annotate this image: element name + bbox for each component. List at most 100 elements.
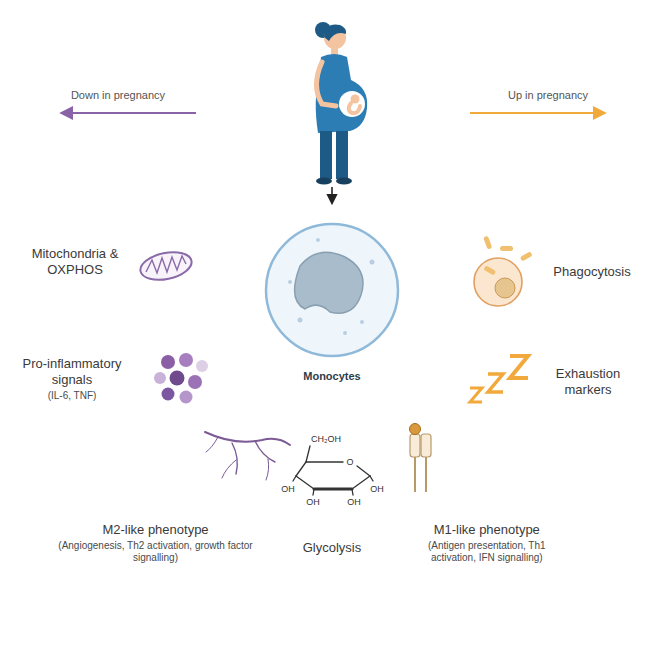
glucose-structure-part xyxy=(314,488,352,491)
down-segment-shape xyxy=(37,326,248,508)
monocyte-cell-part xyxy=(266,224,398,356)
blood-vessels-icon-part xyxy=(222,460,236,478)
blood-vessels-icon-part xyxy=(232,443,237,474)
blood-vessels-icon-part xyxy=(255,441,275,462)
node-heading: Exhaustion markers xyxy=(549,366,627,397)
text-block: Monocytes xyxy=(303,370,360,383)
receptor-icon-part xyxy=(425,456,427,492)
node-outline xyxy=(236,209,428,401)
text-block: Pro-inflammatory signals(IL-6, TNF) xyxy=(16,356,128,401)
text-block: Mitochondria & OXPHOS xyxy=(20,246,130,277)
node-detail: (Angiogenesis, Th2 activation, growth fa… xyxy=(57,540,255,564)
text-block: M2-like phenotype (Angiogenesis, Th2 acti… xyxy=(57,522,255,564)
text-block: Phagocytosis xyxy=(553,264,630,280)
pregnant-woman-part xyxy=(320,131,332,179)
direction-arrows-part xyxy=(470,112,604,114)
monocyte-cell-part xyxy=(316,238,320,242)
glucose-structure-part xyxy=(352,489,353,495)
phagocyte-icon-part xyxy=(474,258,522,306)
chemical-group: CH₂OH xyxy=(311,434,341,445)
chemical-group: OH xyxy=(370,484,384,495)
cytokine-dots-part xyxy=(196,360,208,372)
phagocyte-icon-part xyxy=(483,265,496,275)
cytokine-dots-part xyxy=(161,355,175,369)
glucose-structure-part xyxy=(357,466,370,476)
glucose-structure-part xyxy=(313,489,314,495)
node-heading: Mitochondria & OXPHOS xyxy=(20,246,130,277)
receptor-icon-part xyxy=(410,434,420,457)
cytokine-dots-part xyxy=(179,353,193,367)
monocyte-circle: Monocytes xyxy=(235,208,429,402)
cytokine-dots-part xyxy=(170,371,185,386)
pregnant-woman-part xyxy=(324,25,346,42)
phagocyte-icon-part xyxy=(500,246,513,251)
cytokine-dots-part xyxy=(154,372,166,384)
node-detail: (Antigen presentation, Th1 activation, I… xyxy=(420,540,555,564)
pregnant-woman-part xyxy=(349,103,360,113)
segment-outline xyxy=(419,330,626,505)
receptor-icon-part xyxy=(410,424,421,435)
pregnant-woman-part xyxy=(336,131,348,179)
chemical-group: OH xyxy=(347,497,361,508)
node-heading: M1-like phenotype xyxy=(420,522,555,538)
blood-vessels-icon-part xyxy=(206,437,218,452)
cytokine-dots-part xyxy=(188,375,202,389)
sleep-icon xyxy=(470,356,528,402)
glucose-structure-part xyxy=(306,446,310,462)
text-block: Glycolysis xyxy=(303,540,362,556)
up-segment: Phagocytosis xyxy=(439,197,632,361)
pregnant-woman xyxy=(315,22,367,185)
phagocyte-icon-part xyxy=(495,278,515,298)
node-heading: M2-like phenotype xyxy=(57,522,255,538)
pregnant-woman-part xyxy=(336,178,352,185)
pregnant-woman-part xyxy=(316,54,367,133)
node-heading: Phagocytosis xyxy=(553,264,630,280)
receptor-icon-part xyxy=(421,434,431,457)
direction-arrows-part xyxy=(331,187,333,203)
up-segment-shape xyxy=(416,326,627,508)
monocyte-cell-part xyxy=(360,320,364,324)
chemical-group: OH xyxy=(306,497,320,508)
glucose-structure xyxy=(293,446,373,495)
direction-label: Up in pregnancy xyxy=(508,89,588,102)
down-segment-shape xyxy=(32,197,225,361)
node-heading: Monocytes xyxy=(303,370,360,383)
monocyte-cell-part xyxy=(288,280,292,284)
up-segment: Exhaustion markers xyxy=(416,326,627,508)
text-block: Exhaustion markers xyxy=(549,366,627,397)
glucose-structure-part xyxy=(306,461,343,462)
direction-arrows xyxy=(62,113,604,203)
text-block: M1-like phenotype (Antigen presentation, … xyxy=(420,522,555,564)
mitochondrion-icon xyxy=(138,248,194,284)
phagocyte-icon xyxy=(474,236,533,306)
glucose-structure-part xyxy=(352,476,370,489)
down-segment: Mitochondria & OXPHOS xyxy=(32,197,225,361)
blood-vessels-icon-part xyxy=(266,459,269,480)
down-segment: M2-like phenotype(Angiogenesis, Th2 acti… xyxy=(110,382,301,594)
glucose-structure-part xyxy=(296,476,314,489)
pregnant-woman-part xyxy=(317,62,337,106)
receptor-icon-part xyxy=(414,456,416,492)
mitochondrion-icon-part xyxy=(138,248,194,284)
cytokine-dots-part xyxy=(162,388,175,401)
monocyte-cell-part xyxy=(298,318,303,323)
direction-label: Down in pregnancy xyxy=(71,89,165,102)
cytokine-dots xyxy=(154,353,208,404)
node-heading: Pro-inflammatory signals xyxy=(16,356,128,387)
segment-outline xyxy=(440,200,632,357)
blood-vessels-icon-part xyxy=(205,432,290,445)
sleep-icon-part xyxy=(510,356,528,378)
pregnant-woman-part xyxy=(339,91,365,117)
monocyte-cell-part xyxy=(295,252,363,313)
receptor-icon xyxy=(410,424,432,493)
segment-outline xyxy=(32,200,224,357)
node-heading: Glycolysis xyxy=(303,540,362,556)
monocyte-cell xyxy=(266,224,398,356)
up-segment: M1-like phenotype (Antigen presentation, … xyxy=(363,382,554,594)
pregnant-woman-part xyxy=(316,178,332,185)
segment-outline xyxy=(38,330,245,505)
phagocyte-icon-part xyxy=(520,251,533,261)
monocyte-cell-part xyxy=(343,331,347,335)
monocyte-cell-part xyxy=(370,260,375,265)
blood-vessels-icon xyxy=(205,432,290,480)
